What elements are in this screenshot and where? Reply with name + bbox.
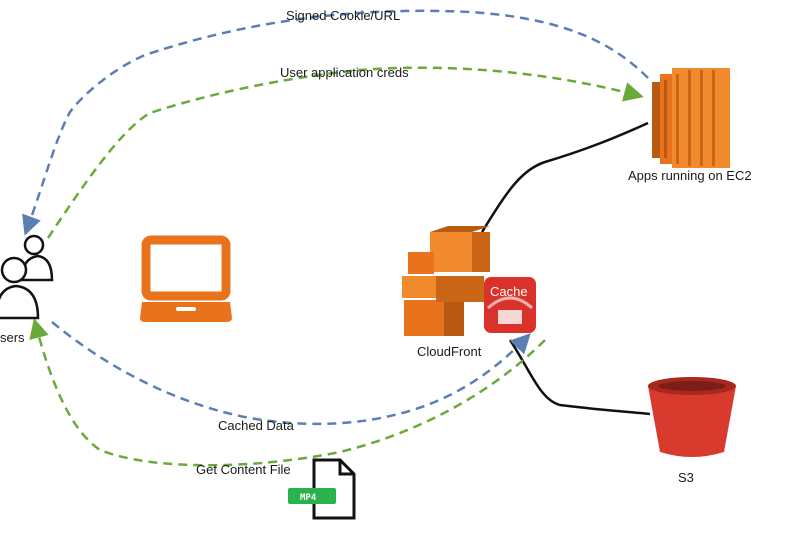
- cloudfront-ec2-connector: [480, 121, 649, 233]
- cached-data-flow-arrow: [51, 321, 531, 426]
- cloudfront-s3-connector: [508, 339, 651, 416]
- mp4-badge-label: MP4: [300, 493, 317, 503]
- laptop-icon: [140, 235, 232, 322]
- cache-label: Cache: [490, 284, 528, 299]
- mp4-file-icon: [288, 458, 356, 520]
- users-icon: [0, 234, 54, 320]
- cloudfront-label: CloudFront: [417, 344, 482, 359]
- cache-icon: [484, 277, 536, 333]
- users-label: sers: [0, 330, 25, 345]
- user-creds-flow-arrow: [46, 66, 644, 239]
- ec2-label: Apps running on EC2: [628, 168, 752, 183]
- s3-label: S3: [678, 470, 694, 485]
- user-creds-label: User application creds: [280, 65, 409, 80]
- ec2-icon: [652, 68, 730, 168]
- get-content-label: Get Content File: [196, 462, 291, 477]
- cached-data-label: Cached Data: [218, 418, 295, 433]
- s3-bucket-icon: [648, 377, 736, 457]
- signed-cookie-flow-arrow: [22, 9, 649, 236]
- get-content-flow-arrow: [29, 318, 546, 467]
- signed-cookie-label: Signed Cookie/URL: [286, 8, 400, 23]
- cloudfront-icon: [402, 226, 490, 336]
